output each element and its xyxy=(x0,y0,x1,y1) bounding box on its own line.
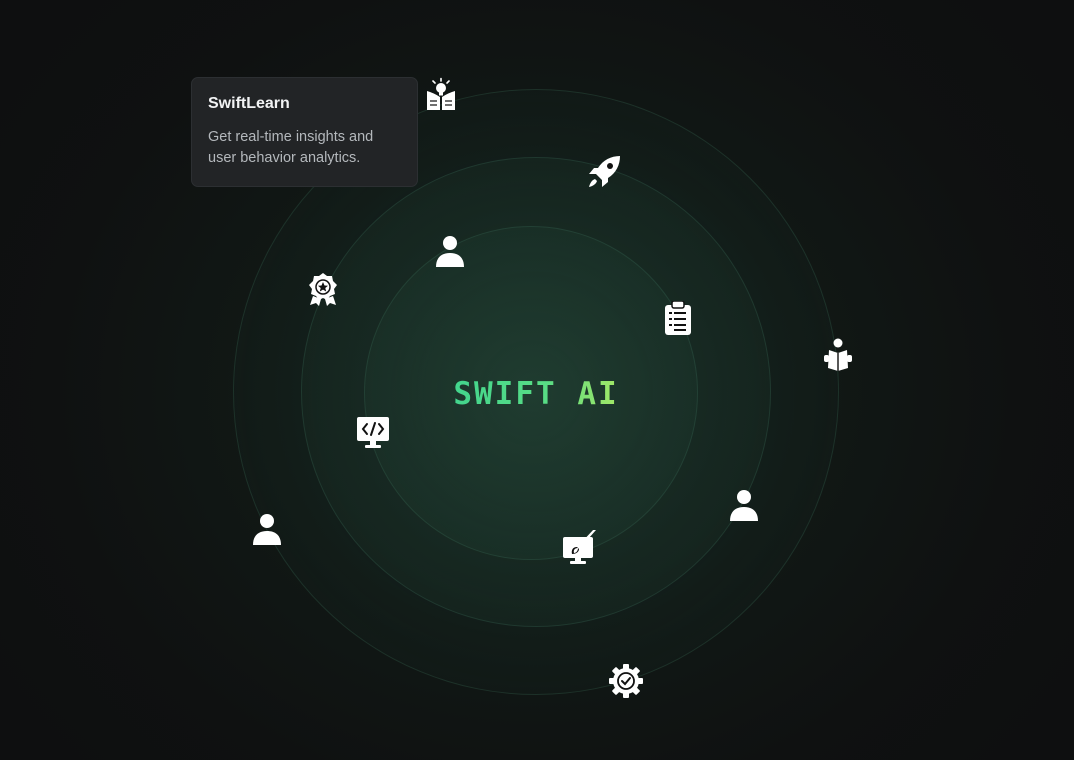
clipboard-icon[interactable] xyxy=(661,301,695,335)
brand-title: SWIFT AI xyxy=(436,372,636,416)
tooltip-description: Get real-time insights and user behavior… xyxy=(208,129,374,166)
rocket-icon[interactable] xyxy=(587,155,621,189)
idea-book-icon[interactable] xyxy=(424,77,458,111)
settings-gear-icon[interactable] xyxy=(609,664,643,698)
badge-icon[interactable] xyxy=(306,272,340,306)
orbit-ring-inner xyxy=(364,226,698,560)
tooltip-card: SwiftLearn Get real-time insights and us… xyxy=(191,77,418,187)
user-icon[interactable] xyxy=(433,234,467,268)
design-monitor-icon[interactable] xyxy=(562,530,596,564)
code-monitor-icon[interactable] xyxy=(356,415,390,449)
user-icon[interactable] xyxy=(727,488,761,522)
reading-icon[interactable] xyxy=(821,338,855,372)
user-icon[interactable] xyxy=(250,512,284,546)
tooltip-title: SwiftLearn xyxy=(208,95,290,112)
